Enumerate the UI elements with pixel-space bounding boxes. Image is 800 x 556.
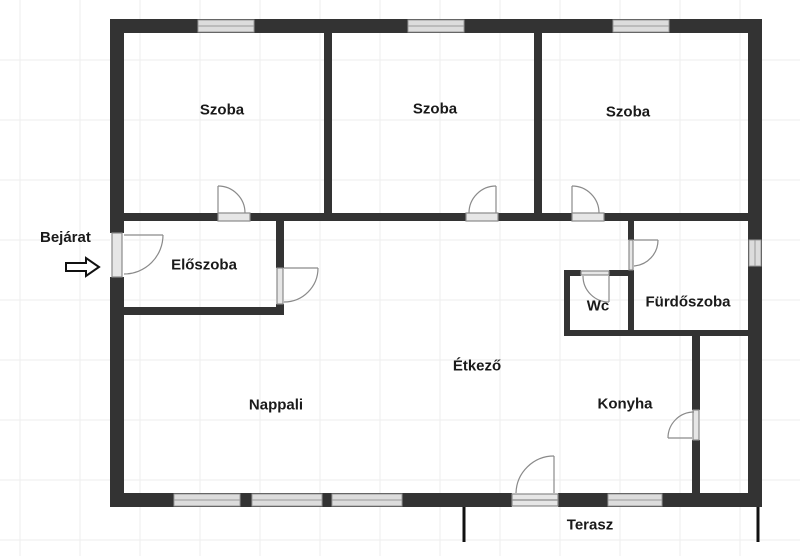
- door-bedroom-3: [571, 185, 605, 222]
- door-bedroom-1: [217, 185, 251, 222]
- doors: [111, 185, 700, 507]
- room-label-living: Nappali: [248, 396, 304, 414]
- door-hall: [276, 267, 319, 305]
- entrance-arrow-icon: [65, 256, 101, 278]
- door-bedroom-2: [465, 185, 499, 222]
- room-label-bedroom-2: Szoba: [412, 100, 458, 118]
- windows: [173, 19, 762, 507]
- terrace-markers: [462, 507, 760, 542]
- door-wc: [580, 270, 610, 303]
- room-label-bedroom-1: Szoba: [199, 101, 245, 119]
- terrace-label: Terasz: [566, 516, 614, 534]
- door-entrance: [111, 232, 164, 278]
- room-label-bedroom-3: Szoba: [605, 103, 651, 121]
- room-label-wc: Wc: [586, 297, 610, 315]
- room-label-hall: Előszoba: [171, 256, 237, 274]
- door-pantry: [667, 409, 700, 441]
- door-bathroom: [628, 239, 659, 271]
- entrance-label: Bejárat: [40, 229, 91, 246]
- room-label-kitchen: Konyha: [597, 395, 653, 413]
- door-terrace: [511, 455, 559, 507]
- room-label-bathroom: Fürdőszoba: [645, 293, 731, 311]
- room-label-dining: Étkező: [452, 357, 502, 375]
